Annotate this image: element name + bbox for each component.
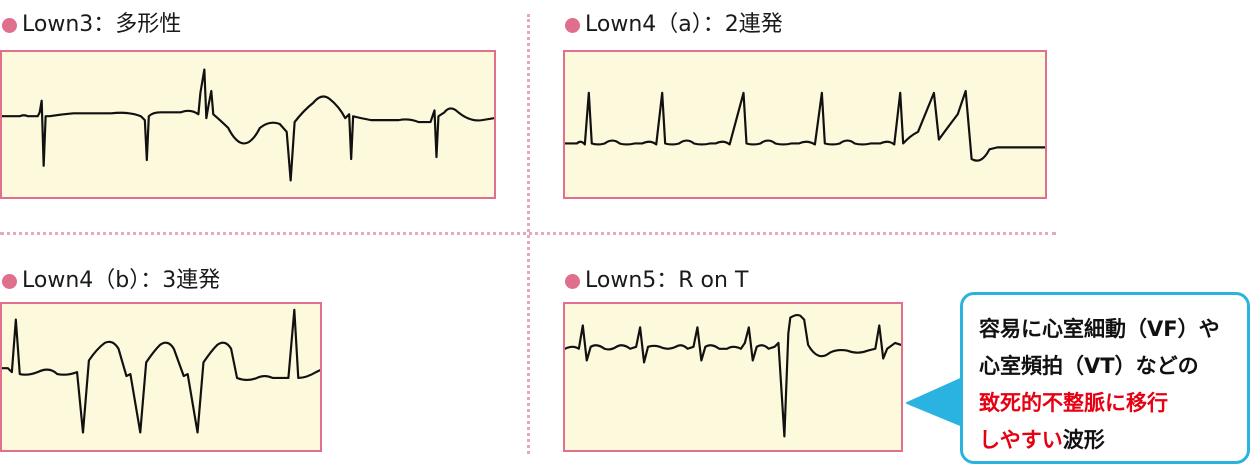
lown4b-ecg-panel [0,302,322,452]
callout-tail: 波形 [1062,428,1105,452]
lown4a-ecg-panel [563,50,1047,199]
bullet-dot-icon [2,273,17,289]
annotation-callout: 容易に心室細動（VF）や 心室頻拍（VT）などの 致死的不整脈に移行 しやすい波… [960,292,1250,464]
callout-line-1: 容易に心室細動（VF）や [979,317,1220,341]
callout-emphasis: しやすい [979,428,1063,452]
lown4b-title: Lown4（b）：3連発 [2,268,220,294]
lown5-title: Lown5：R on T [565,268,748,294]
horizontal-divider [0,232,1056,235]
lown3-ecg-trace [2,68,494,182]
lown5-ecg-panel [563,302,903,452]
callout-line-4: しやすい波形 [979,422,1237,459]
callout-pointer-icon [906,376,966,428]
lown5-ecg-trace [565,313,901,438]
bullet-dot-icon [565,273,580,289]
lown3-ecg-panel [0,50,496,199]
lown3-title: Lown3：多形性 [2,12,181,38]
callout-line-2: 心室頻拍（VT）などの [979,354,1199,378]
callout-line-3: 致死的不整脈に移行 [979,391,1168,415]
lown4b-ecg-trace [2,308,320,434]
bullet-dot-icon [2,17,17,33]
lown4a-ecg-trace [565,89,1045,162]
lown4a-title: Lown4（a）：2連発 [565,12,783,38]
bullet-dot-icon [565,17,580,33]
